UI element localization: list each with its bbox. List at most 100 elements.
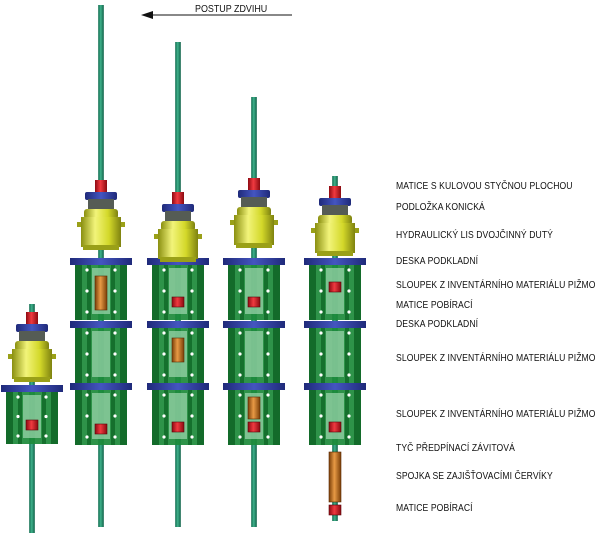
- bolt-hole: [347, 435, 351, 439]
- frame-post: [87, 387, 91, 445]
- frame-post: [321, 262, 325, 320]
- label-column-1: SLOUPEK Z INVENTÁRNÍHO MATERIÁLU PIŽMO: [396, 279, 596, 291]
- bolt-hole: [319, 289, 323, 293]
- lock-nut: [247, 296, 261, 308]
- frame-post: [354, 387, 361, 445]
- bolt-hole: [238, 373, 242, 377]
- bolt-hole: [16, 395, 20, 399]
- base-plate: [223, 258, 285, 265]
- lifting-column: [1, 304, 63, 533]
- bolt-hole: [238, 435, 242, 439]
- bolt-hole: [85, 414, 89, 418]
- jack-collar: [161, 221, 195, 231]
- base-plate: [70, 321, 132, 328]
- bolt-hole: [113, 289, 117, 293]
- bolt-hole: [162, 373, 166, 377]
- frame-post: [273, 262, 280, 320]
- bolt-hole: [266, 435, 270, 439]
- lifting-column: [70, 5, 132, 527]
- frame-post: [264, 262, 268, 320]
- base-plate: [304, 258, 366, 265]
- frame-post: [273, 387, 280, 445]
- frame-post: [264, 387, 268, 445]
- label-hydraulic-jack: HYDRAULICKÝ LIS DVOJČINNÝ DUTÝ: [396, 229, 553, 241]
- jack-port: [230, 220, 234, 225]
- label-threaded-rod: TYČ PŘEDPÍNACÍ ZÁVITOVÁ: [396, 442, 515, 454]
- lock-nut: [171, 296, 185, 308]
- frame-post: [240, 387, 244, 445]
- lock-nut: [247, 421, 261, 433]
- frame-window: [326, 331, 344, 377]
- frame-post: [345, 262, 349, 320]
- frame-post: [273, 325, 280, 383]
- spherical-nut: [329, 186, 341, 200]
- frame-post: [75, 262, 82, 320]
- frame-post: [228, 325, 235, 383]
- frame-window: [23, 395, 41, 438]
- bolt-hole: [347, 393, 351, 397]
- frame-post: [152, 262, 159, 320]
- frame-post: [164, 262, 168, 320]
- jack-port: [52, 354, 56, 359]
- rod-coupler: [328, 451, 342, 503]
- bolt-hole: [319, 414, 323, 418]
- bolt-hole: [113, 373, 117, 377]
- label-column-3: SLOUPEK Z INVENTÁRNÍHO MATERIÁLU PIŽMO: [396, 408, 596, 420]
- jack-piston: [88, 199, 114, 211]
- bolt-hole: [319, 373, 323, 377]
- label-coupler: SPOJKA SE ZAJIŠŤOVACÍMI ČERVÍKY: [396, 470, 553, 482]
- frame-post: [197, 262, 204, 320]
- bolt-hole: [113, 414, 117, 418]
- progress-arrow: [141, 11, 292, 19]
- bolt-hole: [347, 268, 351, 272]
- label-lock-nut-2: MATICE POBÍRACÍ: [396, 502, 473, 514]
- jack-piston: [19, 331, 45, 343]
- conical-washer: [162, 204, 194, 212]
- bolt-hole: [190, 414, 194, 418]
- bolt-hole: [190, 310, 194, 314]
- jack-collar: [237, 207, 271, 217]
- frame-post: [111, 262, 115, 320]
- bolt-hole: [162, 414, 166, 418]
- bolt-hole: [113, 352, 117, 356]
- label-column-2: SLOUPEK Z INVENTÁRNÍHO MATERIÁLU PIŽMO: [396, 352, 596, 364]
- bolt-hole: [162, 435, 166, 439]
- bolt-hole: [190, 289, 194, 293]
- bolt-hole: [319, 268, 323, 272]
- bolt-hole: [162, 268, 166, 272]
- bolt-hole: [319, 310, 323, 314]
- hydraulic-jack: [234, 215, 274, 245]
- hydraulic-jack: [81, 217, 121, 247]
- jack-base: [160, 257, 196, 262]
- frame-post: [75, 387, 82, 445]
- jack-port: [198, 234, 202, 239]
- jack-piston: [165, 211, 191, 223]
- conical-washer: [85, 192, 117, 200]
- lock-nut: [328, 421, 342, 433]
- bolt-hole: [190, 352, 194, 356]
- frame-post: [18, 389, 22, 444]
- frame-post: [188, 387, 192, 445]
- bolt-hole: [162, 331, 166, 335]
- jack-collar: [15, 341, 49, 351]
- bolt-hole: [266, 393, 270, 397]
- rod-coupler: [171, 337, 185, 363]
- frame-post: [354, 325, 361, 383]
- bolt-hole: [16, 414, 20, 419]
- bolt-hole: [319, 331, 323, 335]
- jack-port: [8, 354, 12, 359]
- lock-nut: [171, 421, 185, 433]
- bolt-hole: [85, 331, 89, 335]
- bolt-hole: [113, 435, 117, 439]
- hydraulic-jack: [158, 229, 198, 259]
- lifting-column: [147, 42, 209, 527]
- jack-port: [154, 234, 158, 239]
- bolt-hole: [347, 289, 351, 293]
- bolt-hole: [347, 414, 351, 418]
- progress-arrow-head: [141, 11, 153, 19]
- frame-post: [354, 262, 361, 320]
- bolt-hole: [266, 289, 270, 293]
- rod-coupler: [94, 275, 108, 311]
- frame-post: [120, 262, 127, 320]
- jack-base: [236, 243, 272, 248]
